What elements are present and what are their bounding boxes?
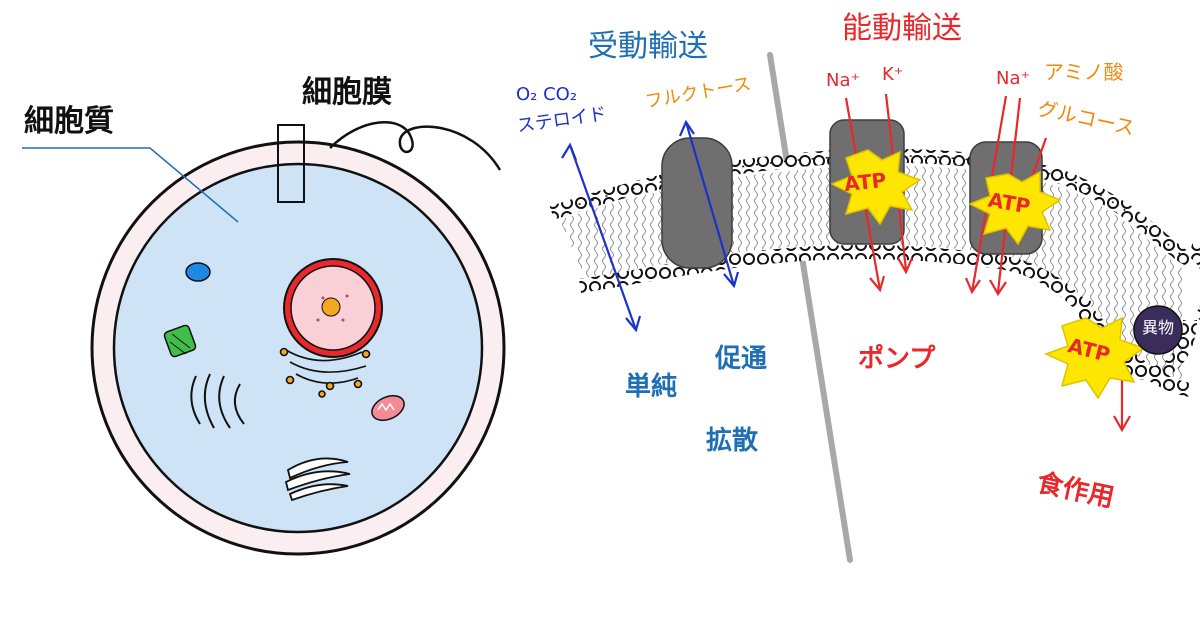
active-transport-title: 能動輸送 bbox=[842, 11, 962, 46]
na-label-left: Na⁺ bbox=[826, 70, 860, 91]
simple-diffusion-arrow bbox=[561, 142, 642, 333]
foreign-matter-particle bbox=[1133, 305, 1183, 355]
golgi-stack bbox=[284, 457, 351, 502]
passive-transport-title: 受動輸送 bbox=[588, 29, 708, 64]
membrane-callout-line bbox=[329, 121, 502, 171]
cell bbox=[22, 121, 506, 556]
channel-protein bbox=[661, 137, 733, 269]
na-label-right: Na⁺ bbox=[996, 68, 1030, 89]
foreign-matter-label: 異物 bbox=[1142, 318, 1175, 337]
section-divider bbox=[767, 52, 853, 563]
simple-label: 単純 bbox=[625, 372, 678, 402]
mitochondrion bbox=[371, 394, 405, 422]
cytoplasm-label: 細胞質 bbox=[24, 104, 114, 139]
endoplasmic-reticulum bbox=[279, 347, 371, 398]
atp-label-1: ATP bbox=[842, 167, 888, 197]
facilitated-label: 促通 bbox=[715, 344, 768, 374]
golgi-apparatus bbox=[190, 373, 245, 429]
cytoplasm-area bbox=[112, 162, 484, 534]
facilitated-diffusion-arrow bbox=[678, 119, 740, 289]
nucleus bbox=[283, 258, 383, 358]
membrane-zoom-box bbox=[277, 124, 305, 203]
atp-label-2: ATP bbox=[986, 187, 1032, 219]
vesicle bbox=[185, 262, 211, 282]
pump-label: ポンプ bbox=[858, 344, 936, 374]
amino-acid-label: アミノ酸 bbox=[1044, 60, 1124, 84]
green-organelle bbox=[163, 324, 197, 358]
o2-co2-label: O₂ CO₂ bbox=[516, 84, 578, 105]
diffusion-label: 拡散 bbox=[706, 426, 759, 456]
cell-membrane-label: 細胞膜 bbox=[302, 75, 392, 110]
atp-burst-2 bbox=[968, 170, 1062, 246]
k-plus-label: K⁺ bbox=[882, 64, 904, 85]
cytoplasm-pointer-line bbox=[22, 147, 239, 223]
atp-burst-3 bbox=[1044, 316, 1146, 400]
atp-burst-1 bbox=[830, 149, 922, 226]
